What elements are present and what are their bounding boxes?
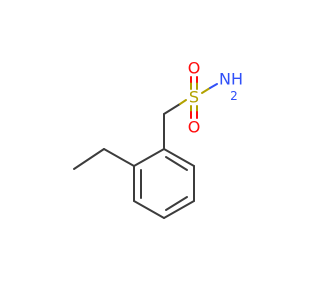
- bond-ethyl-ch3: [73, 148, 105, 170]
- bond-ch2-s-colored: [179, 99, 187, 105]
- molecule-diagram: S O O NH 2: [73, 59, 243, 219]
- atom-oxygen-top: O: [188, 59, 201, 78]
- bond-ring-5: [133, 200, 165, 219]
- bond-ring-1: [133, 148, 165, 167]
- bond-ring-4: [163, 200, 195, 219]
- atom-sulfur: S: [189, 88, 199, 107]
- bond-ch2-s: [163, 103, 181, 115]
- atom-amine-subscript: 2: [230, 89, 238, 103]
- bond-ethyl-ch2: [103, 148, 135, 167]
- bond-s-n-n: [209, 83, 218, 89]
- atom-oxygen-bottom: O: [188, 118, 201, 137]
- bond-ring-double-1: [165, 156, 188, 171]
- atom-amine: NH: [219, 70, 243, 89]
- bond-ring-2: [163, 148, 195, 167]
- bond-s-n-s: [201, 87, 211, 94]
- bond-ring-double-2: [165, 196, 188, 211]
